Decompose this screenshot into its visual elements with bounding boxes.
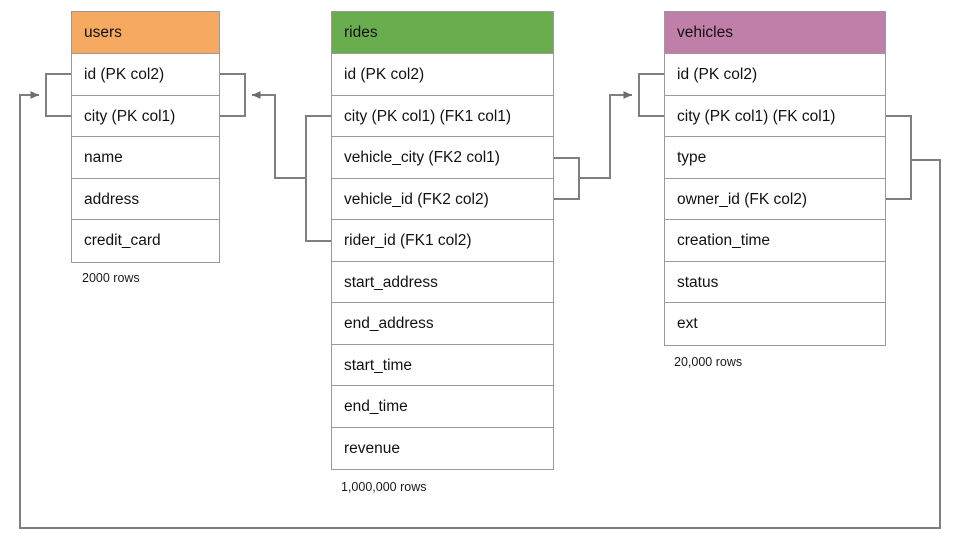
entity-vehicles-field-status[interactable]: status bbox=[665, 261, 885, 303]
entity-vehicles-field-owner-id[interactable]: owner_id (FK col2) bbox=[665, 178, 885, 220]
edge-vehicles-left-bracket bbox=[638, 73, 664, 117]
entity-rides-title: rides bbox=[332, 12, 553, 54]
entity-vehicles-field-ext[interactable]: ext bbox=[665, 303, 885, 345]
entity-rides-field-revenue[interactable]: revenue bbox=[332, 427, 553, 469]
edge-rides-fk2-to-vehicles bbox=[579, 91, 632, 179]
entity-rides-field-vehicle-id[interactable]: vehicle_id (FK2 col2) bbox=[332, 178, 553, 220]
entity-vehicles-field-id[interactable]: id (PK col2) bbox=[665, 54, 885, 96]
edge-vehicles-right-bracket bbox=[886, 115, 912, 200]
entity-users-field-city[interactable]: city (PK col1) bbox=[72, 95, 219, 137]
entity-rides-row-count: 1,000,000 rows bbox=[341, 480, 427, 494]
entity-users-title: users bbox=[72, 12, 219, 54]
entity-users-row-count: 2000 rows bbox=[82, 271, 140, 285]
edge-rides-fk1-bracket bbox=[305, 115, 331, 242]
entity-vehicles-field-type[interactable]: type bbox=[665, 137, 885, 179]
entity-vehicles-field-creation-time[interactable]: creation_time bbox=[665, 220, 885, 262]
entity-rides-field-start-time[interactable]: start_time bbox=[332, 344, 553, 386]
entity-users-field-id[interactable]: id (PK col2) bbox=[72, 54, 219, 96]
entity-rides-field-city[interactable]: city (PK col1) (FK1 col1) bbox=[332, 95, 553, 137]
entity-rides-field-vehicle-city[interactable]: vehicle_city (FK2 col1) bbox=[332, 137, 553, 179]
entity-rides-field-id[interactable]: id (PK col2) bbox=[332, 54, 553, 96]
entity-vehicles[interactable]: vehicles id (PK col2) city (PK col1) (FK… bbox=[664, 11, 886, 346]
edge-users-right-bracket bbox=[220, 73, 246, 117]
entity-rides-field-end-time[interactable]: end_time bbox=[332, 386, 553, 428]
entity-rides-field-start-address[interactable]: start_address bbox=[332, 261, 553, 303]
edge-rides-fk1-to-users bbox=[252, 91, 306, 179]
entity-vehicles-field-city[interactable]: city (PK col1) (FK col1) bbox=[665, 95, 885, 137]
entity-users-field-credit-card[interactable]: credit_card bbox=[72, 220, 219, 262]
entity-rides[interactable]: rides id (PK col2) city (PK col1) (FK1 c… bbox=[331, 11, 554, 470]
entity-rides-field-rider-id[interactable]: rider_id (FK1 col2) bbox=[332, 220, 553, 262]
entity-vehicles-title: vehicles bbox=[665, 12, 885, 54]
entity-rides-field-end-address[interactable]: end_address bbox=[332, 303, 553, 345]
entity-users-field-name[interactable]: name bbox=[72, 137, 219, 179]
entity-vehicles-row-count: 20,000 rows bbox=[674, 355, 743, 369]
entity-users[interactable]: users id (PK col2) city (PK col1) name a… bbox=[71, 11, 220, 263]
edge-rides-fk2-bracket bbox=[554, 157, 580, 200]
edge-users-left-bracket bbox=[45, 73, 71, 117]
entity-users-field-address[interactable]: address bbox=[72, 178, 219, 220]
